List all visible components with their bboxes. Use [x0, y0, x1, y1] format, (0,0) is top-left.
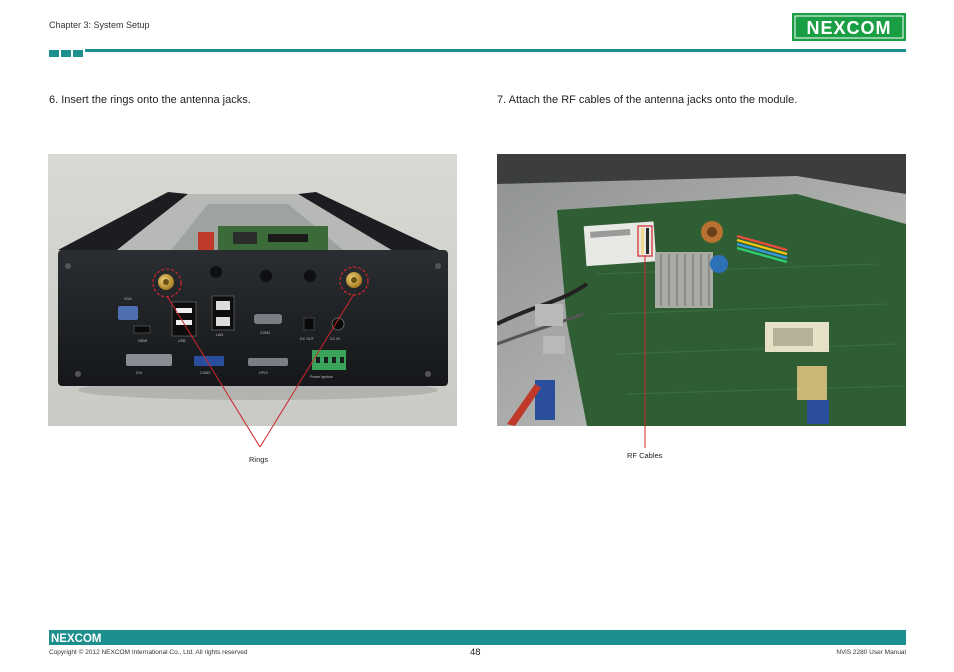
rf-cables-callout-label: RF Cables: [627, 451, 663, 460]
step-7-instruction: 7. Attach the RF cables of the antenna j…: [497, 94, 798, 106]
panel-label: LAN: [216, 333, 223, 337]
panel-label: COM2: [200, 371, 210, 375]
step-6-instruction: 6. Insert the rings onto the antenna jac…: [49, 94, 251, 106]
chapter-title: Chapter 3: System Setup: [49, 20, 150, 30]
footer-bar: [49, 630, 906, 645]
nexcom-logo: NEXCOM: [792, 13, 906, 41]
panel-label: USB: [178, 339, 186, 343]
header-squares: [49, 50, 83, 57]
panel-label: DC OUT: [300, 337, 315, 341]
panel-label: VGA: [124, 297, 132, 301]
manual-name: NViS 2280 User Manual: [836, 649, 906, 656]
panel-label: COM1: [260, 331, 270, 335]
panel-label: DVI: [136, 371, 142, 375]
panel-label: DC IN: [330, 337, 340, 341]
copyright-notice: Copyright © 2012 NEXCOM International Co…: [49, 649, 248, 656]
panel-label: HDMI: [138, 339, 147, 343]
rf-cable-module-photo: [497, 154, 906, 426]
panel-label: GPIO: [259, 371, 268, 375]
page-number: 48: [470, 647, 481, 658]
header-square: [49, 50, 59, 57]
nexcom-footer-logo: NEXCOM: [51, 633, 101, 644]
rings-callout-label: Rings: [249, 455, 269, 464]
header-square: [61, 50, 71, 57]
header-square: [73, 50, 83, 57]
panel-label: Power Ignition: [310, 375, 333, 379]
rear-panel-photo: VGA HDMI USB LAN COM1 GPIO DVI COM2 DC O…: [48, 154, 457, 426]
logo-text: NEXCOM: [806, 18, 891, 38]
header-rule: [85, 49, 906, 52]
footer-logo-text: NEXCOM: [51, 633, 101, 644]
